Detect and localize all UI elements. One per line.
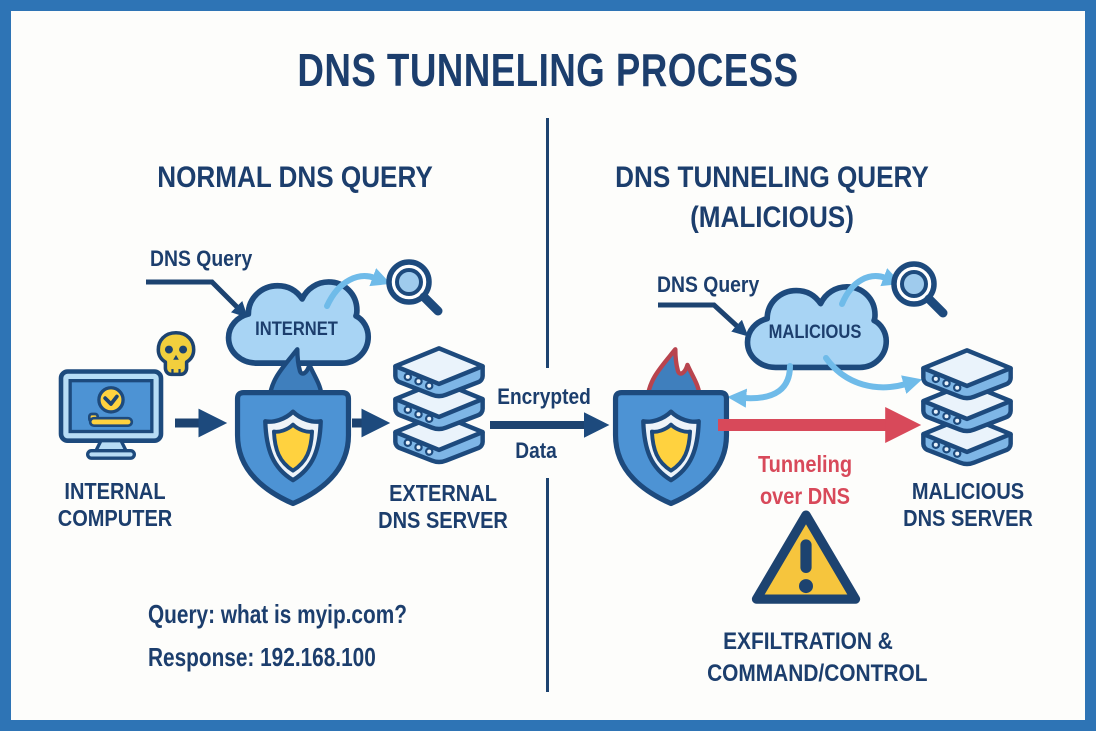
right-section-header-line1: DNS TUNNELING QUERY [615, 161, 929, 194]
firewall-shield-icon-left [228, 344, 358, 514]
external-dns-server-icon [390, 338, 488, 462]
malicious-dns-server-label-line2: DNS SERVER [903, 505, 1033, 531]
page-title: DNS TUNNELING PROCESS [297, 44, 799, 96]
curved-arrow-icon-right-lookup [838, 268, 902, 308]
warning-triangle-icon [750, 508, 862, 610]
external-dns-server-label: EXTERNAL DNS SERVER [369, 480, 517, 534]
curved-arrow-icon-left-lookup [323, 268, 391, 310]
exfiltration-label-line2: COMMAND/CONTROL [707, 660, 928, 687]
red-tunnel-arrow-icon [714, 407, 930, 444]
curved-arrow-icon-cloud-to-firewall [727, 362, 798, 408]
right-section-header-line2: (MALICIOUS) [690, 201, 854, 234]
malicious-cloud-icon: MALICIOUS [740, 278, 890, 378]
exfiltration-label: EXFILTRATION & COMMAND/CONTROL [707, 626, 928, 690]
exfiltration-label-line1: EXFILTRATION & [723, 628, 893, 655]
tunneling-label-line2: over DNS [759, 483, 851, 509]
internal-computer-label-line2: COMPUTER [57, 505, 173, 531]
encrypted-data-label-line2: Data [515, 438, 557, 463]
bent-arrow-icon-left [142, 276, 254, 322]
external-dns-server-label-line2: DNS SERVER [378, 507, 508, 533]
internal-computer-icon [56, 366, 166, 462]
section-divider-bottom [546, 478, 549, 692]
encrypted-data-label-line1: Encrypted [497, 384, 591, 409]
magnifying-glass-icon-left [383, 256, 443, 316]
internet-cloud-icon: INTERNET [221, 273, 372, 374]
dns-query-label-right: DNS Query [657, 272, 760, 297]
arrow-right-icon-firewall-to-server [350, 408, 394, 438]
internal-computer-label-line1: INTERNAL [64, 478, 166, 504]
query-text: Query: what is myip.com? [148, 599, 407, 629]
internet-cloud-label: INTERNET [255, 319, 338, 340]
section-divider-top [546, 118, 549, 368]
arrow-right-icon-computer-to-firewall [172, 408, 232, 438]
internal-computer-label: INTERNAL COMPUTER [45, 478, 184, 532]
tunneling-over-dns-label: Tunneling over DNS [746, 448, 864, 512]
response-text: Response: 192.168.100 [148, 642, 376, 672]
malicious-dns-server-label-line1: MALICIOUS [911, 478, 1025, 504]
encrypted-data-arrow-icon [487, 410, 613, 440]
dns-query-label-left: DNS Query [150, 246, 253, 271]
external-dns-server-label-line1: EXTERNAL [389, 480, 497, 506]
left-section-header: NORMAL DNS QUERY [157, 161, 433, 194]
magnifying-glass-icon-right [888, 258, 948, 318]
bent-arrow-icon-right [654, 300, 749, 340]
curved-arrow-icon-cloud-to-server [820, 352, 923, 396]
skull-icon [153, 330, 199, 378]
malicious-dns-server-icon [918, 340, 1016, 464]
malicious-dns-server-label: MALICIOUS DNS SERVER [890, 478, 1047, 532]
tunneling-label-line1: Tunneling [757, 451, 853, 477]
malicious-cloud-label: MALICIOUS [768, 322, 862, 343]
firewall-shield-icon-right [606, 344, 736, 514]
